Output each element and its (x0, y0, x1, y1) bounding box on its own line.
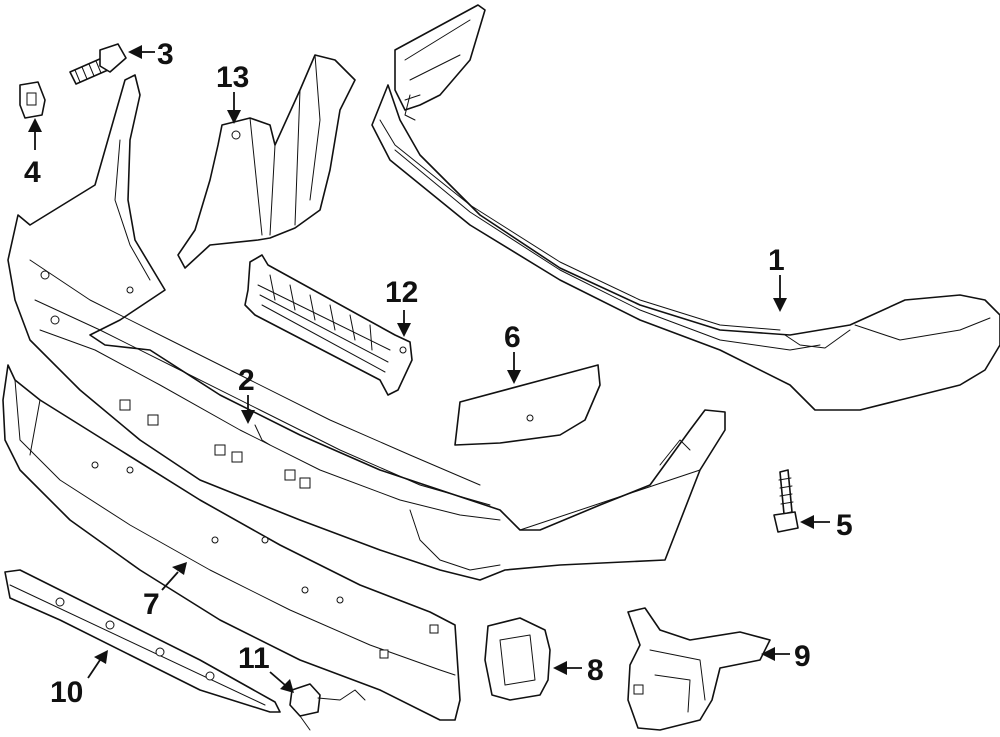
callout-5: 5 (836, 509, 853, 542)
part-6-panel (454, 364, 601, 446)
callout-12: 12 (385, 276, 418, 309)
part-2-absorber (7, 74, 726, 581)
callout-2: 2 (238, 364, 255, 397)
part-12-bracket (244, 254, 413, 396)
callout-6: 6 (504, 321, 521, 354)
part-4-clip (19, 81, 46, 119)
part-3-bolt (69, 43, 127, 85)
part-9-bracket (627, 607, 771, 731)
part-7-lower-cover (2, 364, 461, 721)
callout-3: 3 (157, 38, 174, 71)
callout-9: 9 (794, 640, 811, 673)
part-10-grille-bracket (4, 569, 281, 713)
part-1-upper-cover (371, 4, 1000, 411)
callout-10: 10 (50, 676, 83, 709)
part-11-sensor (289, 683, 366, 731)
leader-lines (28, 45, 830, 693)
callout-labels: 1 2 3 4 5 6 7 8 9 10 11 12 13 (24, 38, 853, 709)
callout-13: 13 (216, 61, 249, 94)
callout-1: 1 (768, 244, 785, 277)
part-8-bezel (484, 617, 551, 701)
callout-11: 11 (238, 642, 270, 675)
part-5-screw (773, 469, 799, 533)
callout-4: 4 (24, 156, 41, 189)
callout-7: 7 (143, 588, 160, 621)
callout-8: 8 (587, 654, 604, 687)
part-13-side-bracket (177, 54, 356, 269)
